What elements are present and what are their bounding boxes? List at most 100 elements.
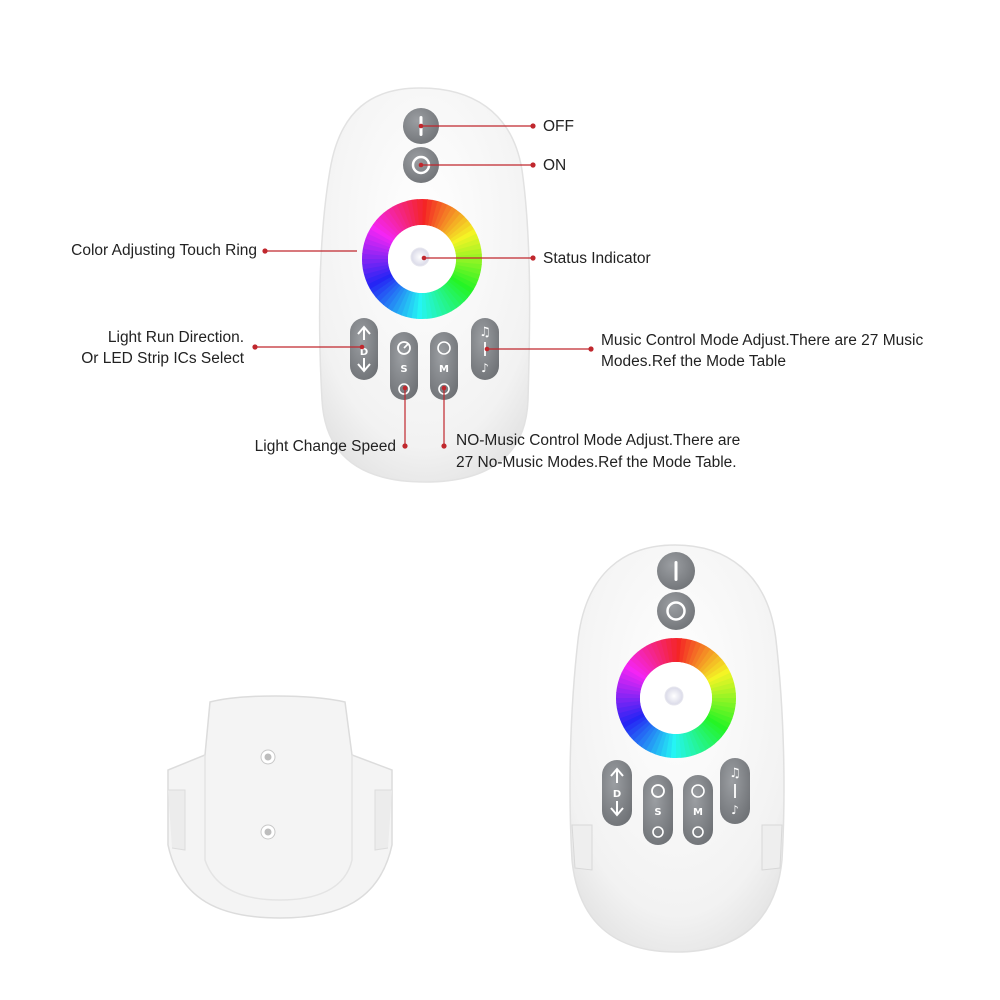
color-ring-segment: [438, 286, 457, 312]
color-ring-segment: [453, 238, 481, 251]
arrow-up-icon: [610, 767, 624, 783]
color-ring-segment: [443, 213, 465, 236]
color-ring-segment: [453, 267, 480, 281]
label-light-run-2: Or LED Strip ICs Select: [81, 350, 244, 367]
color-ring-segment: [694, 646, 712, 669]
speed-icon: [397, 341, 411, 355]
speed-button[interactable]: S: [390, 332, 418, 400]
color-touch-ring-2[interactable]: [615, 638, 736, 759]
remote-main: D S M ♫ ♪: [318, 87, 531, 483]
color-ring-segment: [430, 290, 443, 318]
label-music-1: Music Control Mode Adjust.There are 27 M…: [601, 332, 923, 349]
color-ring-segment: [709, 677, 735, 690]
label-light-run-1: Light Run Direction.: [108, 329, 244, 346]
direction-button-label: D: [360, 347, 368, 358]
color-ring-segment: [636, 725, 656, 748]
color-ring-segment: [616, 703, 642, 714]
color-ring-segment: [387, 206, 406, 232]
direction-button[interactable]: D: [350, 318, 378, 380]
color-ring-segment: [454, 264, 482, 276]
color-ring-segment: [452, 233, 479, 248]
color-ring-segment: [454, 243, 482, 254]
color-ring-segment: [618, 676, 643, 689]
color-ring-segment: [421, 292, 428, 320]
color-ring-segment: [449, 224, 475, 243]
mode-button-label: M: [693, 807, 703, 818]
color-ring-segment: [698, 723, 719, 745]
label-status: Status Indicator: [543, 250, 651, 267]
color-ring-segment: [706, 713, 731, 729]
color-ring-segment: [626, 658, 649, 678]
color-ring-segment: [382, 284, 403, 309]
color-ring-segment: [685, 640, 698, 665]
label-speed: Light Change Speed: [255, 438, 396, 455]
color-ring-segment: [427, 199, 439, 227]
color-ring-segment: [445, 280, 468, 302]
color-ring-segment: [705, 716, 728, 734]
mode-button[interactable]: M: [430, 332, 458, 400]
color-ring-segment: [681, 732, 692, 758]
music-note-icon: ♫: [729, 766, 741, 781]
color-ring-segment: [401, 200, 414, 228]
color-ring-segment: [372, 278, 396, 298]
color-ring-segment: [679, 638, 688, 663]
color-ring-segment: [443, 283, 465, 306]
color-ring-segment: [441, 285, 461, 309]
status-indicator-led: [664, 686, 684, 706]
music-button-2[interactable]: ♫ ♪: [720, 758, 750, 824]
color-ring-segment: [633, 723, 653, 744]
color-ring-segment: [436, 204, 453, 230]
power-on-icon: [666, 601, 686, 621]
off-button-2[interactable]: [657, 552, 695, 590]
color-ring-segment: [395, 289, 411, 316]
color-ring-segment: [362, 264, 390, 275]
color-touch-ring[interactable]: [362, 199, 482, 320]
label-off: OFF: [543, 118, 574, 135]
color-ring-segment: [391, 288, 408, 314]
speed-slow-icon: [652, 826, 664, 838]
color-ring-segment: [690, 729, 706, 753]
speed-icon: [651, 784, 665, 798]
label-color-ring: Color Adjusting Touch Ring: [71, 242, 257, 259]
color-ring-segment: [669, 733, 676, 759]
color-ring-segment: [687, 730, 702, 755]
mode-alt-icon: [692, 826, 704, 838]
color-ring-segment: [615, 697, 641, 704]
color-ring-segment: [367, 272, 393, 289]
color-ring-segment: [416, 199, 423, 226]
color-ring-segment: [633, 651, 654, 673]
music-note-icon: ♫: [479, 325, 491, 340]
color-ring-segment: [711, 698, 736, 705]
color-ring-segment: [441, 209, 462, 234]
label-on: ON: [543, 157, 566, 174]
color-ring-segment: [405, 291, 417, 319]
color-ring-segment: [369, 275, 395, 294]
color-ring-segment: [703, 659, 726, 678]
color-ring-segment: [446, 216, 469, 238]
color-ring-segment: [427, 291, 438, 319]
color-ring-segment: [455, 259, 482, 266]
speed-button-2[interactable]: S: [643, 775, 673, 845]
color-ring-segment: [710, 704, 736, 715]
color-ring-segment: [693, 727, 711, 751]
color-ring-segment: [433, 202, 449, 229]
color-ring-segment: [406, 199, 417, 227]
on-button-2[interactable]: [657, 592, 695, 630]
wall-holder: [167, 695, 393, 919]
color-ring-segment: [624, 662, 647, 680]
color-ring-segment: [708, 710, 733, 725]
color-ring-segment: [621, 712, 645, 728]
remote-in-holder: D S M ♫ ♪: [569, 544, 785, 953]
color-ring-segment: [676, 638, 683, 663]
color-ring-segment: [655, 639, 668, 665]
mode-icon: [437, 341, 451, 355]
color-ring-segment: [711, 692, 736, 699]
color-ring-segment: [696, 725, 715, 748]
arrow-down-icon: [610, 801, 624, 817]
color-ring-segment: [451, 229, 477, 246]
mode-button-2[interactable]: M: [683, 775, 713, 845]
color-ring-segment: [696, 648, 716, 671]
power-off-icon: [674, 561, 678, 581]
direction-button-2[interactable]: D: [602, 760, 632, 826]
color-ring-segment: [660, 638, 671, 664]
